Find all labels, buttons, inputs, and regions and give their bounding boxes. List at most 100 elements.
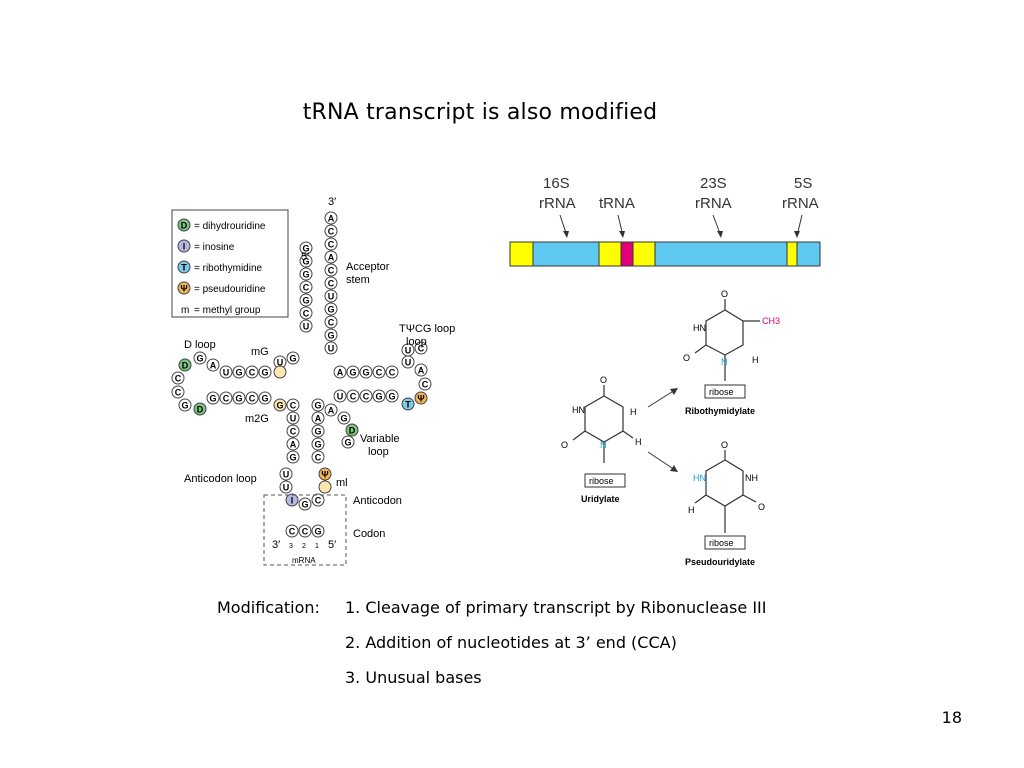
d-loop-g2: G <box>181 401 188 411</box>
acceptor-left-base-2-circle <box>299 267 313 281</box>
d-arm-bottom-base-4-circle <box>258 391 272 405</box>
acceptor-left-base-1: G <box>302 257 309 267</box>
loop-label: loop <box>406 336 427 348</box>
d-loop-a: A <box>210 361 217 371</box>
ac-stem-right-1: A <box>315 414 322 424</box>
t-loop-u2-circle <box>401 343 415 357</box>
t-loop-psi: Ψ <box>417 394 424 404</box>
acceptor-left-base-4: G <box>302 296 309 306</box>
variable-loop-label-line1: Variable <box>360 433 400 445</box>
legend-text-1: = inosine <box>194 242 235 253</box>
t-arm-bottom-base-4: G <box>388 392 395 402</box>
legend-symbol-2-circle <box>177 260 191 274</box>
ac-stem-left-2-circle <box>286 424 300 438</box>
var-g: G <box>340 414 347 424</box>
uridylate-o-bottom: O <box>561 440 568 450</box>
operon-label-16s-line2: rRNA <box>539 195 576 212</box>
modification-item-2: 2. Addition of nucleotides at 3’ end (CC… <box>345 633 677 652</box>
operon-label-trna: tRNA <box>599 195 635 212</box>
anticodon-c-circle <box>311 493 325 507</box>
arrow-to-pseudouridylate <box>647 451 676 471</box>
ac-stem-left-1: U <box>290 414 297 424</box>
t-arm-top-base-3: C <box>376 368 383 378</box>
d-arm-top-base-1-circle <box>232 365 246 379</box>
ac-stem-left-2: C <box>290 427 297 437</box>
t-arm-bottom-base-1-circle <box>346 389 360 403</box>
acceptor-right-base-5: G <box>327 331 334 341</box>
t-arm-top-base-4-circle <box>385 365 399 379</box>
t-loop-t-circle <box>401 397 415 411</box>
legend-symbol-3-circle <box>177 281 191 295</box>
acceptor-left-base-4-circle <box>299 293 313 307</box>
d-arm-bottom-base-3-circle <box>245 391 259 405</box>
var-d-circle <box>345 423 359 437</box>
operon-segment-rrna-7 <box>796 241 821 267</box>
t-arm-top-base-1: G <box>349 368 356 378</box>
operon-segment-rrna-5 <box>654 241 788 267</box>
d-arm-bottom-base-4: G <box>261 394 268 404</box>
m2g-label: m2G <box>245 413 269 425</box>
ac-stem-left-3-circle <box>286 437 300 451</box>
acceptor-left-base-1-circle <box>299 254 313 268</box>
five-prime-label: 5′ <box>301 251 309 263</box>
d-arm-top-base-1: G <box>235 368 242 378</box>
codon-number-2: 1 <box>315 543 319 550</box>
acceptor-stem-label-line1: Acceptor <box>346 261 390 273</box>
acceptor-3prime-base-2: C <box>328 240 335 250</box>
d-arm-bottom-base-0: G <box>209 394 216 404</box>
ml-label: ml <box>336 477 348 489</box>
d-loop-d1-circle <box>178 358 192 372</box>
codon-base-2-circle <box>311 524 325 538</box>
d-arm-top-base-0: U <box>223 368 230 378</box>
pseudouridylate-ring <box>694 450 757 533</box>
acceptor-left-base-5-circle <box>299 306 313 320</box>
uridylate-caption: Uridylate <box>581 494 620 504</box>
acceptor-left-base-5: C <box>303 309 310 319</box>
pu-o-bottom: O <box>758 502 765 512</box>
legend-text-2: = ribothymidine <box>194 263 263 274</box>
uridylate-ring <box>572 385 634 463</box>
junction-g: G <box>289 354 296 364</box>
variable-loop-label-line2: loop <box>368 446 389 458</box>
d-loop-label: D loop <box>184 339 216 351</box>
anticodon-i: I <box>291 496 294 506</box>
slide-title: tRNA transcript is also modified <box>0 100 1024 125</box>
operon-segment-trna-3 <box>620 241 634 267</box>
rt-ribose: ribose <box>709 387 734 397</box>
tpsicg-loop-label: TΨCG loop <box>399 323 455 335</box>
codon-label: Codon <box>353 528 385 540</box>
t-arm-bottom-base-2-circle <box>359 389 373 403</box>
t-arm-top-base-1-circle <box>346 365 360 379</box>
var-a-circle <box>324 403 338 417</box>
operon-label-5s-line1: 5S <box>794 175 812 192</box>
acceptor-left-base-6-circle <box>299 319 313 333</box>
d-arm-top-base-0-circle <box>219 365 233 379</box>
uridylate-h1: H <box>630 407 637 417</box>
pu-ribose-box <box>704 535 746 550</box>
ac-stem-right-0: G <box>314 401 321 411</box>
d-arm-bottom-base-0-circle <box>206 391 220 405</box>
t-arm-top-base-0-circle <box>333 365 347 379</box>
rt-hn: HN <box>693 323 706 333</box>
ac-stem-left-0-circle <box>286 398 300 412</box>
codon-number-1: 2 <box>302 543 306 550</box>
operon-bar <box>509 241 821 267</box>
uridylate-ribose: ribose <box>589 476 614 486</box>
acceptor-right-base-2: U <box>328 292 335 302</box>
acceptor-right-base-0: C <box>328 266 335 276</box>
d-loop-c1-circle <box>171 371 185 385</box>
d-loop-g: G <box>196 354 203 364</box>
ac-stem-right-1-circle <box>311 411 325 425</box>
d-arm-bottom-base-2: G <box>235 394 242 404</box>
d-arm-top-base-2-circle <box>245 365 259 379</box>
codon-base-0: C <box>289 527 296 537</box>
t-arm-bottom-base-0: U <box>337 392 344 402</box>
ac-loop-u1: U <box>283 470 290 480</box>
t-arm-top-base-3-circle <box>372 365 386 379</box>
d-arm-bottom-base-1-circle <box>219 391 233 405</box>
t-arm-top-base-2-circle <box>359 365 373 379</box>
t-loop-c2-circle <box>414 341 428 355</box>
var-a: A <box>328 406 335 416</box>
